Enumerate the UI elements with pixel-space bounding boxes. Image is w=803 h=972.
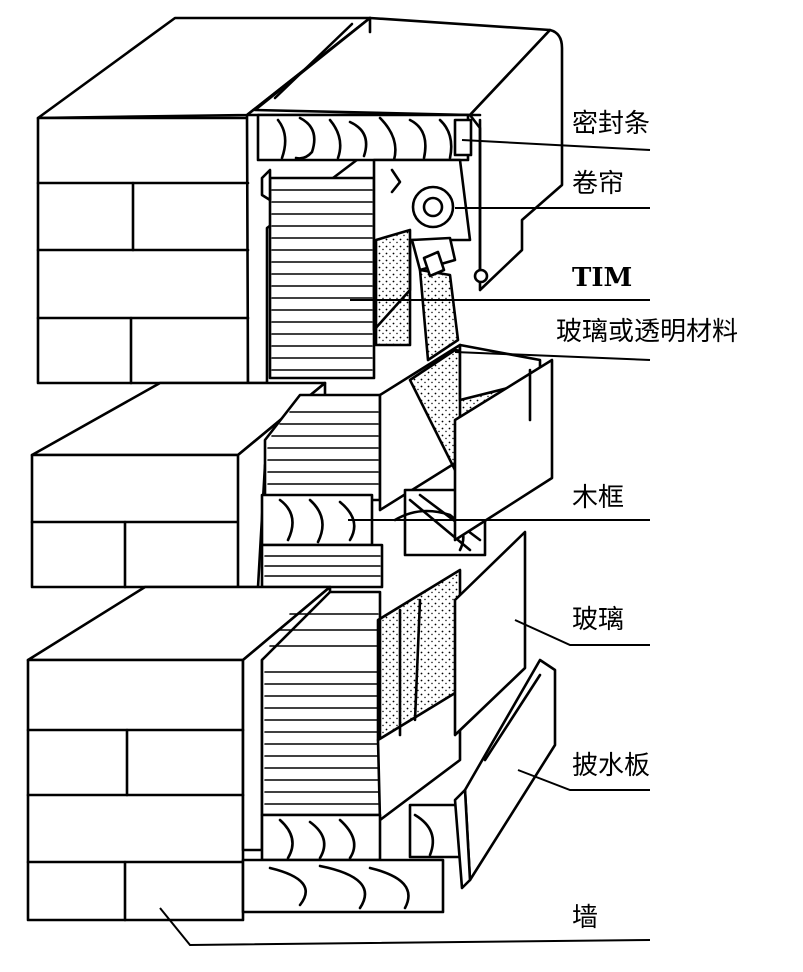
brick-block-bottom [26, 585, 332, 922]
label-seal-strip: 密封条 [572, 109, 650, 139]
leader-wall [159, 907, 651, 947]
wood-frame-top [256, 113, 473, 162]
tim-top [374, 228, 460, 362]
label-roller-blind: 卷帘 [572, 169, 624, 199]
label-flashing-board: 披水板 [572, 751, 650, 781]
insulation-top-hatch [271, 189, 373, 371]
wood-frame-bottom [260, 803, 462, 862]
leader-glass-or-transparent [454, 351, 651, 361]
outer-glass-middle [453, 358, 554, 542]
label-tim: TIM [572, 263, 632, 293]
label-glass: 玻璃 [572, 605, 624, 635]
outer-glass-bottom [453, 530, 527, 737]
insulation-top [260, 168, 376, 380]
leader-flashing-board [517, 769, 650, 791]
sill [241, 858, 445, 914]
label-wood-frame: 木框 [572, 483, 624, 513]
label-glass-or-transparent: 玻璃或透明材料 [556, 317, 738, 347]
leader-glass [514, 619, 650, 646]
brick-block-middle [30, 381, 327, 589]
tim-bottom [376, 568, 462, 822]
label-wall: 墙 [572, 903, 598, 933]
callout-labels: 密封条 卷帘 TIM 玻璃或透明材料 木框 玻璃 披水板 墙 [556, 109, 738, 933]
leader-lines [159, 139, 651, 947]
lintel-box [246, 16, 564, 292]
insulation-bottom-hatch [264, 613, 379, 805]
insulation-middle-hatch [267, 411, 379, 485]
flashing-board [453, 658, 557, 890]
insulation-middle-lower-hatch [264, 555, 381, 577]
leader-seal-strip [461, 139, 651, 151]
